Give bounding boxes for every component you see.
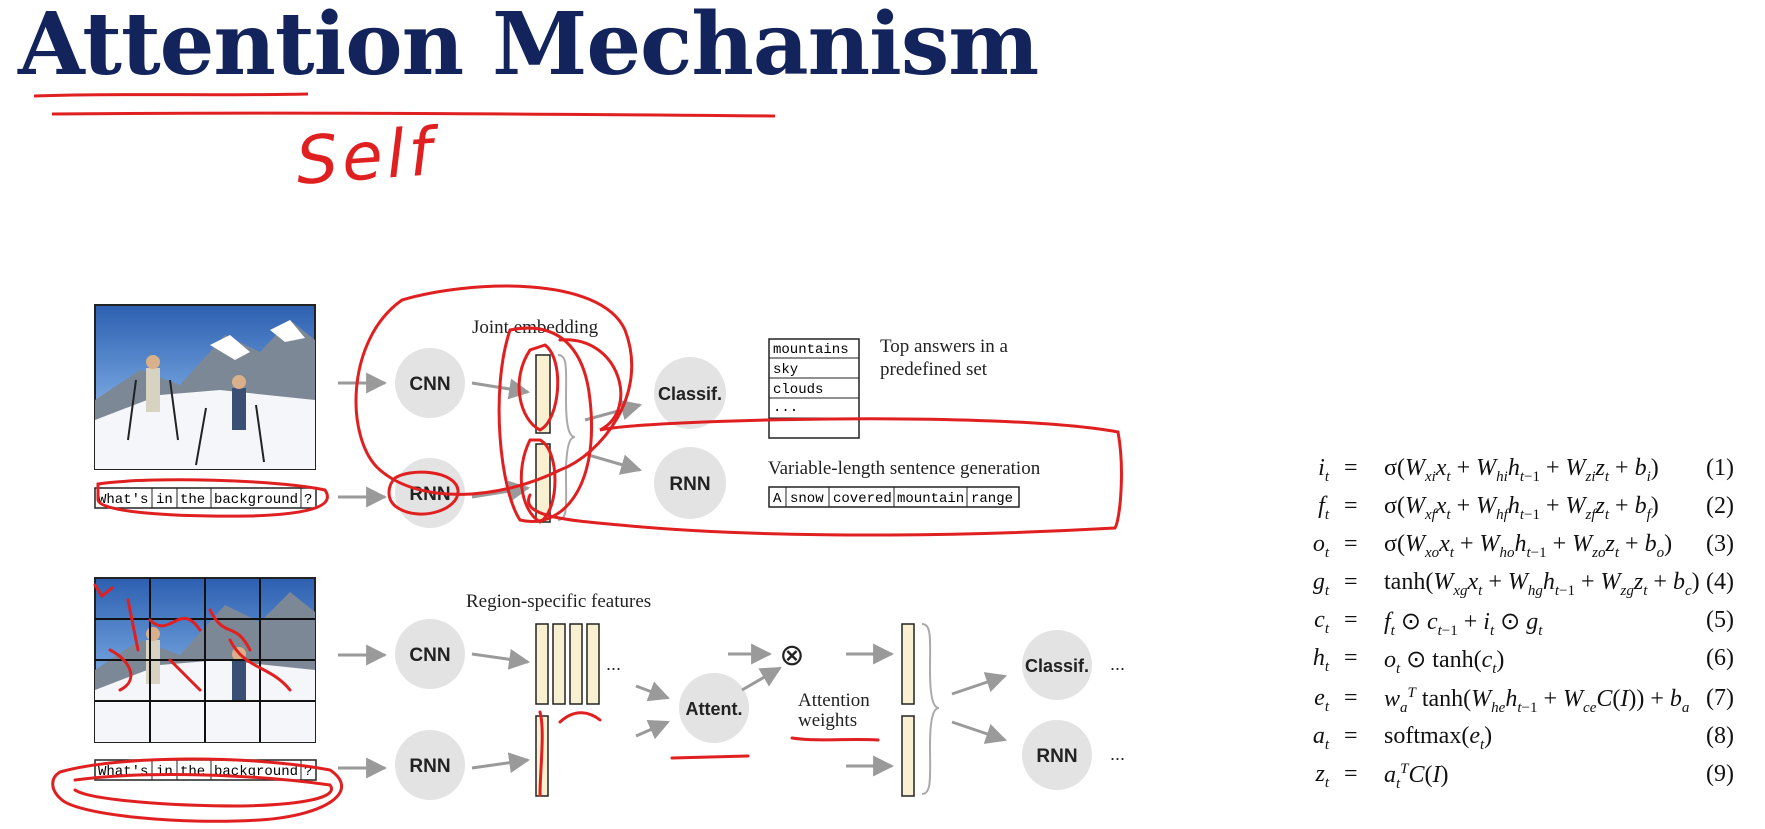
sentence-token: range [971,491,1013,507]
question-token-bottom: ? [304,764,312,780]
attended-feature [901,715,915,797]
sentence-token: covered [833,491,892,507]
title-underline-short [33,92,309,98]
arrow [635,681,670,702]
question-token-top: the [180,492,205,508]
answer-caption: Top answers in a [880,336,1009,357]
classif-node-top [654,357,726,429]
arrow [635,719,670,740]
out-ellipsis: ... [1110,654,1125,674]
out-ellipsis: ... [1110,744,1125,764]
attention-weights-label: weights [798,710,857,731]
equation: ot= σ(Wxoxt + Whoht−1 + Wzozt + bo) (3) [1312,531,1734,561]
pen-annotations [51,284,1123,823]
arrow [471,648,531,670]
region-feature [535,623,549,705]
cnn-node-bottom [395,619,465,689]
handwritten-note: Self [293,113,439,200]
equation-number: (1) [1706,455,1734,481]
region-feature [569,623,583,705]
arrow [584,452,643,475]
equation-number: (2) [1706,493,1734,519]
equation: ft= σ(Wxfxt + Whfht−1 + Wzfzt + bf) (2) [1318,493,1734,523]
answer-item: mountains [773,342,849,358]
equation-number: (8) [1706,723,1734,749]
equation: at= softmax(et) (8) [1312,723,1734,753]
photo-top [94,304,316,470]
region-features-label: Region-specific features [466,591,651,612]
arrow [584,399,643,422]
question-token-top: background [214,492,298,508]
cnn-label-bottom: CNN [409,645,450,666]
region-ellipsis: ... [606,654,621,674]
equation: et= waT tanh(Wheht−1 + WceC(I)) + ba (7) [1314,685,1734,716]
region-feature [552,623,566,705]
rnn-out-node-bottom [1022,720,1092,790]
answer-item: sky [773,362,798,378]
answer-item: clouds [773,382,823,398]
region-feature [586,623,600,705]
arrow [741,666,782,692]
title-underline-long [51,111,776,118]
brace [557,354,576,521]
equation: ct= ft ⊙ ct−1 + it ⊙ gt (5) [1314,607,1734,639]
equation: zt= atTC(I) (9) [1315,761,1734,792]
cnn-label-top: CNN [409,374,450,395]
equation-number: (9) [1706,761,1734,787]
rnn-out-label-bottom: RNN [1036,746,1077,767]
arrow [471,752,531,774]
rnn-node-bottom [395,730,465,800]
question-token-bottom: in [156,764,173,780]
question-token-top: ? [304,492,312,508]
question-token-bottom: the [180,764,205,780]
arrow [951,720,1007,744]
sentence-token: snow [790,491,824,507]
equation-number: (5) [1706,607,1734,633]
attended-feature [901,623,915,705]
rnn-out-label-top: RNN [669,474,710,495]
sentence-token: A [773,491,782,507]
arrow [471,480,531,502]
question-token-top: in [156,492,173,508]
multiply-icon: ⊗ [779,638,804,673]
brace [921,623,940,795]
equation-number: (7) [1706,685,1734,711]
question-boxes-top: What's in the background ? [94,487,317,509]
classif-label-bottom: Classif. [1025,656,1089,676]
embedding-vector [535,443,551,523]
answer-list: mountains sky clouds ... [768,338,860,439]
photo-bottom [94,577,316,743]
embedding-vector [535,354,551,434]
question-token-top: What's [98,492,148,508]
attent-label: Attent. [686,699,743,719]
rnn-label-bottom: RNN [409,756,450,777]
arrow [951,672,1007,696]
equation: it= σ(Wxixt + Whiht−1 + Wzizt + bi) (1) [1318,455,1734,485]
classif-node-bottom [1022,630,1092,700]
equation-number: (3) [1706,531,1734,557]
sentence-caption: Variable-length sentence generation [768,458,1041,479]
cnn-node-top [395,348,465,418]
slide-title: Attention Mechanism [18,0,1039,95]
answer-item: ... [773,400,798,416]
equation: ht= ot ⊙ tanh(ct) (6) [1312,645,1734,677]
sentence-boxes: A snow covered mountain range [768,486,1020,508]
attention-weights-label: Attention [798,690,870,711]
equation-number: (6) [1706,645,1734,671]
equation: gt= tanh(Wxgxt + Whght−1 + Wzgzt + bc) (… [1312,569,1734,599]
classif-label-top: Classif. [658,384,722,404]
sentence-token: mountain [897,491,964,507]
attent-node [679,673,749,743]
equation-number: (4) [1706,569,1734,595]
rnn-out-node-top [654,447,726,519]
answer-caption: predefined set [880,359,988,380]
